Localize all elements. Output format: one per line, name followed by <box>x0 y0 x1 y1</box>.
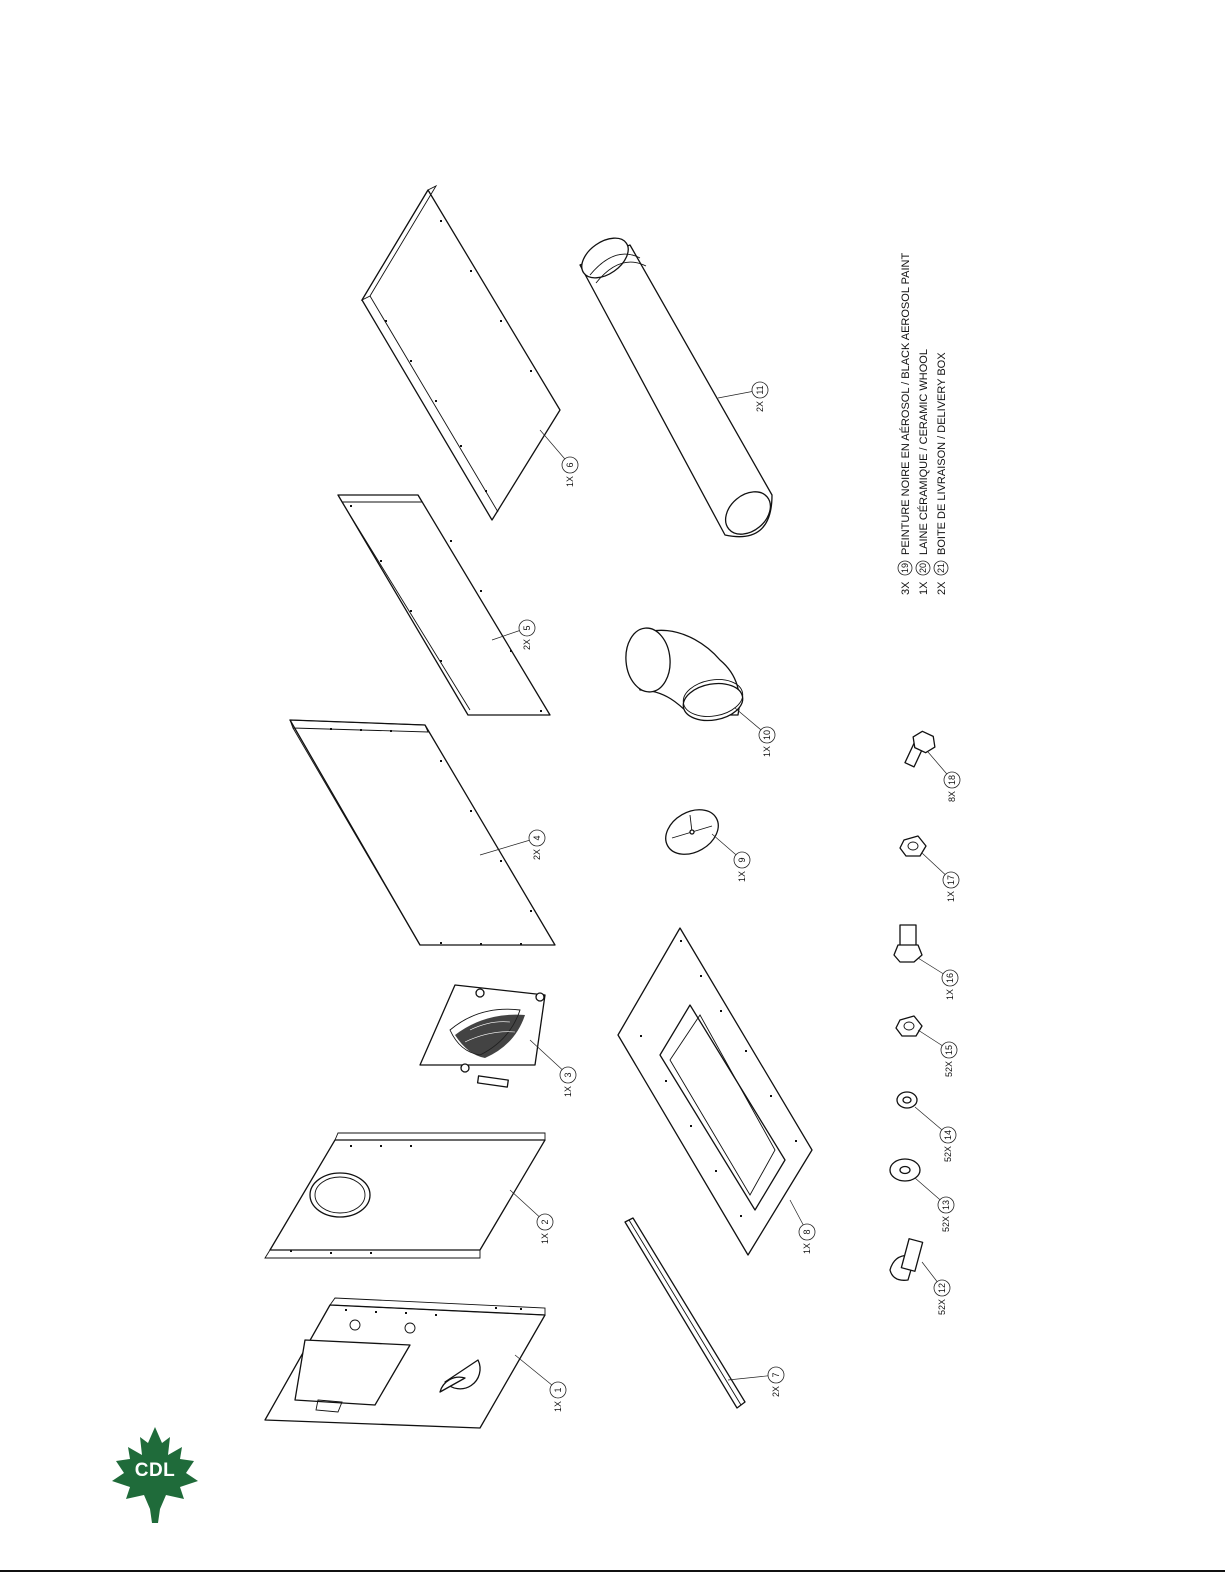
callout-quantity: 52X <box>943 1146 953 1162</box>
callout-quantity: 2X <box>771 1386 781 1397</box>
callout-part-8: 8 1X <box>790 1200 815 1254</box>
callout-quantity: 2X <box>522 639 532 650</box>
callout-number: 4 <box>532 835 542 840</box>
legend-row-19: 3X 19 PEINTURE NOIRE EN AÉROSOL / BLACK … <box>898 253 912 595</box>
part-7-angle-bar <box>625 1218 745 1408</box>
callout-quantity: 52X <box>944 1061 954 1077</box>
callout-quantity: 8X <box>947 791 957 802</box>
callout-number: 16 <box>945 973 955 983</box>
callout-number: 8 <box>802 1229 812 1234</box>
part-12-carriage-bolt <box>890 1239 923 1281</box>
legend-qty: 2X <box>936 581 948 595</box>
callout-part-15: 15 52X <box>918 1030 957 1077</box>
callout-part-12: 12 52X <box>922 1262 950 1315</box>
callout-part-13: 13 52X <box>915 1178 954 1232</box>
callout-number: 11 <box>755 385 765 394</box>
legend-description: PEINTURE NOIRE EN AÉROSOL / BLACK AEROSO… <box>899 253 912 555</box>
legend-number: 19 <box>900 563 910 573</box>
callout-part-14: 14 52X <box>915 1107 956 1162</box>
legend-description: BOITE DE LIVRAISON / DELIVERY BOX <box>936 352 948 555</box>
callout-quantity: 52X <box>937 1299 947 1315</box>
callout-quantity: 2X <box>532 849 542 860</box>
callout-quantity: 1X <box>553 1401 563 1412</box>
legend-number: 21 <box>936 563 946 573</box>
part-13-washer <box>890 1159 920 1181</box>
part-1-front-panel <box>265 1298 545 1428</box>
part-2-collar-plate <box>265 1133 545 1258</box>
callout-quantity: 1X <box>540 1233 550 1244</box>
callout-number: 5 <box>522 625 532 630</box>
part-15-nut <box>896 1016 922 1036</box>
bottom-border-line <box>0 1570 1225 1572</box>
legend-row-21: 2X 21 BOITE DE LIVRAISON / DELIVERY BOX <box>934 352 948 595</box>
callout-number: 18 <box>947 775 957 785</box>
callout-part-10: 10 1X <box>735 708 775 757</box>
legend-qty: 3X <box>900 581 912 595</box>
callout-quantity: 1X <box>762 746 772 757</box>
callout-number: 14 <box>943 1130 953 1140</box>
callout-quantity: 1X <box>563 1086 573 1097</box>
callout-quantity: 52X <box>941 1216 951 1232</box>
part-4-side-panel <box>290 720 555 945</box>
cdl-maple-leaf-logo: CDL <box>110 1425 200 1525</box>
callout-number: 9 <box>737 857 747 862</box>
callout-quantity: 1X <box>737 871 747 882</box>
part-6-top-panel <box>362 186 560 520</box>
legend-qty: 1X <box>918 581 930 595</box>
callout-part-2: 2 1X <box>510 1190 553 1244</box>
part-18-screw <box>905 729 939 767</box>
part-16-hex-bolt <box>894 925 922 962</box>
callout-quantity: 1X <box>945 989 955 1000</box>
callout-number: 6 <box>565 462 575 467</box>
callout-part-6: 6 1X <box>540 430 578 487</box>
logo-text: CDL <box>110 1460 200 1482</box>
callout-part-1: 1 1X <box>515 1355 566 1412</box>
part-9-disc <box>658 801 726 864</box>
legend-row-20: 1X 20 LAINE CÉRAMIQUE / CERAMIC WHOOL <box>916 349 930 595</box>
callout-part-9: 9 1X <box>712 834 750 882</box>
part-10-elbow <box>623 626 745 725</box>
callout-number: 2 <box>540 1219 550 1224</box>
legend: 3X 19 PEINTURE NOIRE EN AÉROSOL / BLACK … <box>898 253 948 595</box>
callout-number: 17 <box>946 875 956 885</box>
part-3-burner-assembly <box>420 985 545 1087</box>
callout-quantity: 2X <box>755 401 765 412</box>
callout-quantity: 1X <box>802 1243 812 1254</box>
callout-part-17: 17 1X <box>922 853 959 902</box>
part-5-narrow-panel <box>338 495 550 715</box>
callout-part-18: 18 8X <box>928 752 960 802</box>
callout-part-11: 11 2X <box>718 382 768 412</box>
legend-number: 20 <box>918 563 928 573</box>
callout-number: 7 <box>771 1372 781 1377</box>
callout-number: 12 <box>937 1283 947 1293</box>
callout-quantity: 1X <box>946 891 956 902</box>
callouts: 11X21X31X42X52X61X72X81X91X101X112X1252X… <box>480 382 960 1412</box>
callout-number: 15 <box>944 1045 954 1055</box>
callout-part-16: 16 1X <box>918 958 958 1000</box>
part-8-base-plate <box>618 928 812 1255</box>
callout-number: 3 <box>563 1072 573 1077</box>
callout-number: 10 <box>762 730 772 740</box>
callout-number: 1 <box>553 1387 563 1392</box>
part-11-pipe <box>575 230 779 543</box>
legend-description: LAINE CÉRAMIQUE / CERAMIC WHOOL <box>917 349 930 555</box>
callout-quantity: 1X <box>565 476 575 487</box>
callout-number: 13 <box>941 1200 951 1210</box>
part-14-lock-washer <box>897 1092 917 1108</box>
